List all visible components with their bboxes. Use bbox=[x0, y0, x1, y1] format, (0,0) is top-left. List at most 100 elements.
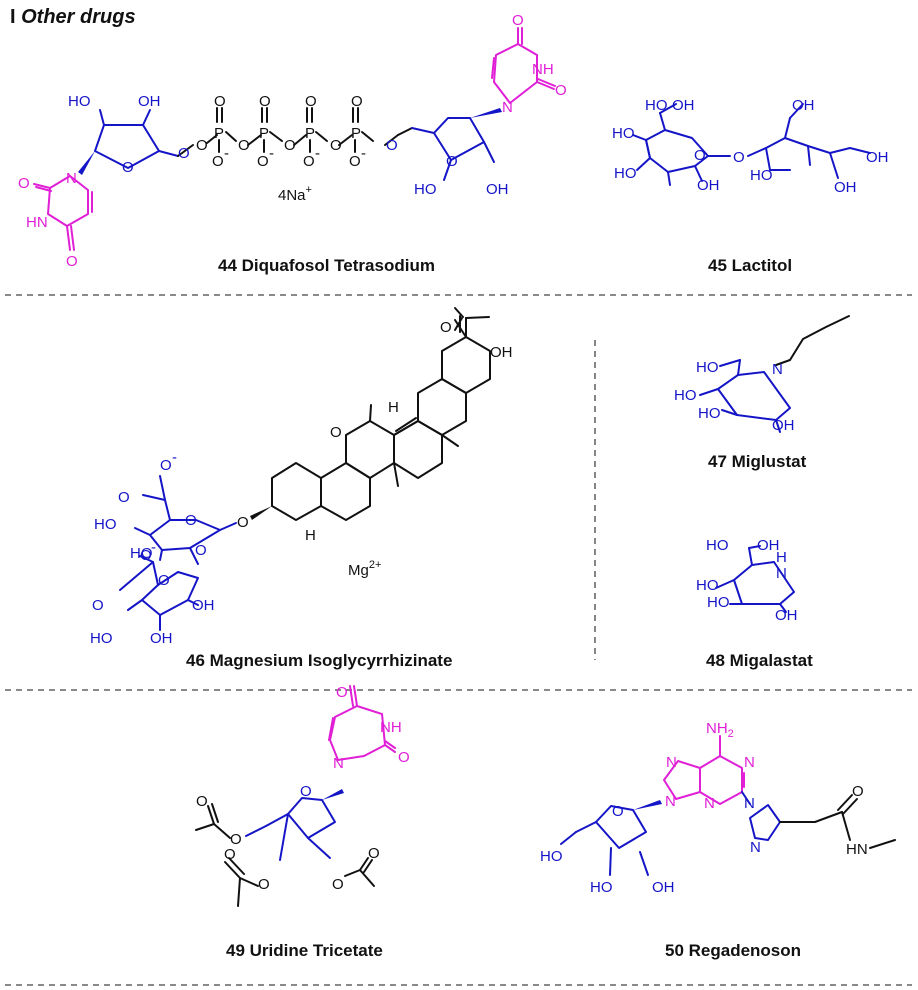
atom-label: N bbox=[66, 170, 77, 187]
atom-label: OH bbox=[672, 97, 695, 114]
atom-label: O bbox=[18, 175, 30, 192]
atom-label: OH bbox=[775, 607, 798, 624]
atom-label: O bbox=[733, 149, 745, 166]
caption-44: 44 Diquafosol Tetrasodium bbox=[218, 256, 435, 275]
atom-label: O bbox=[512, 12, 524, 29]
atom-label: N bbox=[744, 754, 755, 771]
atom-label: H bbox=[388, 399, 399, 416]
atom-label: HO bbox=[614, 165, 637, 182]
atom-label: HN bbox=[26, 214, 48, 231]
structure-44-diquafosol bbox=[33, 27, 556, 251]
atom-label: O bbox=[196, 137, 208, 154]
atom-label: O bbox=[330, 137, 342, 154]
atom-label: O bbox=[196, 793, 208, 810]
atom-labels: HO OH O O N O HN O O P O O - O P O O - O… bbox=[18, 12, 889, 896]
atom-label: O bbox=[368, 845, 380, 862]
atom-label: P bbox=[259, 125, 269, 142]
atom-label: O bbox=[694, 147, 706, 164]
atom-label: OH bbox=[757, 537, 780, 554]
atom-label: N bbox=[665, 793, 676, 810]
atom-label: O bbox=[305, 93, 317, 110]
atom-label: N bbox=[750, 839, 761, 856]
atom-label: HO bbox=[674, 387, 697, 404]
caption-48: 48 Migalastat bbox=[706, 651, 813, 670]
atom-label: O bbox=[178, 145, 190, 162]
atom-label: HO bbox=[590, 879, 613, 896]
atom-label: - bbox=[224, 145, 229, 162]
structure-47-miglustat bbox=[699, 315, 850, 433]
atom-label: O bbox=[257, 153, 269, 170]
atom-label: O bbox=[386, 137, 398, 154]
atom-label: OH bbox=[792, 97, 815, 114]
atom-label: OH bbox=[138, 93, 161, 110]
atom-label: O bbox=[336, 684, 348, 701]
atom-label: O bbox=[122, 159, 134, 176]
atom-label: N bbox=[704, 795, 715, 812]
atom-label: O bbox=[230, 831, 242, 848]
structure-50-regadenoson bbox=[560, 735, 896, 876]
atom-label: O bbox=[212, 153, 224, 170]
atom-label: OH bbox=[192, 597, 215, 614]
atom-label: HO bbox=[90, 630, 113, 647]
atom-label: OH bbox=[772, 417, 795, 434]
atom-label: O bbox=[238, 137, 250, 154]
counterion-mg: Mg2+ bbox=[348, 559, 381, 579]
atom-label: - bbox=[151, 539, 156, 556]
atom-label: OH bbox=[834, 179, 857, 196]
atom-label: NH bbox=[380, 719, 402, 736]
atom-label: O bbox=[446, 153, 458, 170]
atom-label: O bbox=[330, 424, 342, 441]
atom-label: O bbox=[140, 547, 152, 564]
atom-label: N bbox=[502, 99, 513, 116]
section-title: I Other drugs bbox=[10, 6, 136, 29]
atom-label: P bbox=[305, 125, 315, 142]
section-title-text: Other drugs bbox=[21, 6, 136, 28]
caption-47: 47 Miglustat bbox=[708, 452, 807, 471]
caption-46: 46 Magnesium Isoglycyrrhizinate bbox=[186, 651, 453, 670]
atom-label: O bbox=[92, 597, 104, 614]
atom-label: OH bbox=[697, 177, 720, 194]
atom-label: - bbox=[269, 145, 274, 162]
structure-49-uridine-triacetate bbox=[195, 685, 396, 907]
structure-48-migalastat bbox=[715, 545, 795, 613]
atom-label: O bbox=[258, 876, 270, 893]
atom-label: OH bbox=[490, 344, 513, 361]
atom-label: HO bbox=[750, 167, 773, 184]
counterion-na: 4Na+ bbox=[278, 184, 312, 204]
structure-45-lactitol bbox=[632, 103, 871, 186]
atom-label: H bbox=[305, 527, 316, 544]
atom-label: O bbox=[195, 542, 207, 559]
atom-label: O bbox=[440, 319, 452, 336]
atom-label: OH bbox=[486, 181, 509, 198]
atom-label: O bbox=[612, 803, 624, 820]
atom-label: O bbox=[555, 82, 567, 99]
atom-label: NH bbox=[532, 61, 554, 78]
atom-label: HO bbox=[94, 516, 117, 533]
atom-label: O bbox=[852, 783, 864, 800]
atom-label: H bbox=[776, 549, 787, 566]
atom-label: HO bbox=[645, 97, 668, 114]
atom-label: HO bbox=[540, 848, 563, 865]
atom-label: - bbox=[315, 145, 320, 162]
caption-45: 45 Lactitol bbox=[708, 256, 793, 275]
atom-label: O bbox=[185, 512, 197, 529]
atom-label: N bbox=[776, 565, 787, 582]
atom-label: OH bbox=[866, 149, 889, 166]
atom-label: HO bbox=[706, 537, 729, 554]
atom-label: N bbox=[772, 361, 783, 378]
atom-label: OH bbox=[150, 630, 173, 647]
atom-label: O bbox=[332, 876, 344, 893]
atom-label: O bbox=[66, 253, 78, 270]
caption-50: 50 Regadenoson bbox=[665, 941, 802, 960]
atom-label: HO bbox=[696, 359, 719, 376]
atom-label: P bbox=[351, 125, 361, 142]
atom-label: O bbox=[303, 153, 315, 170]
atom-label: HO bbox=[696, 577, 719, 594]
atom-label: HO bbox=[130, 545, 153, 562]
section-number: I bbox=[10, 6, 16, 28]
atom-label: HO bbox=[68, 93, 91, 110]
caption-49: 49 Uridine Tricetate bbox=[226, 941, 383, 960]
atom-label: O bbox=[351, 93, 363, 110]
atom-label: OH bbox=[652, 879, 675, 896]
